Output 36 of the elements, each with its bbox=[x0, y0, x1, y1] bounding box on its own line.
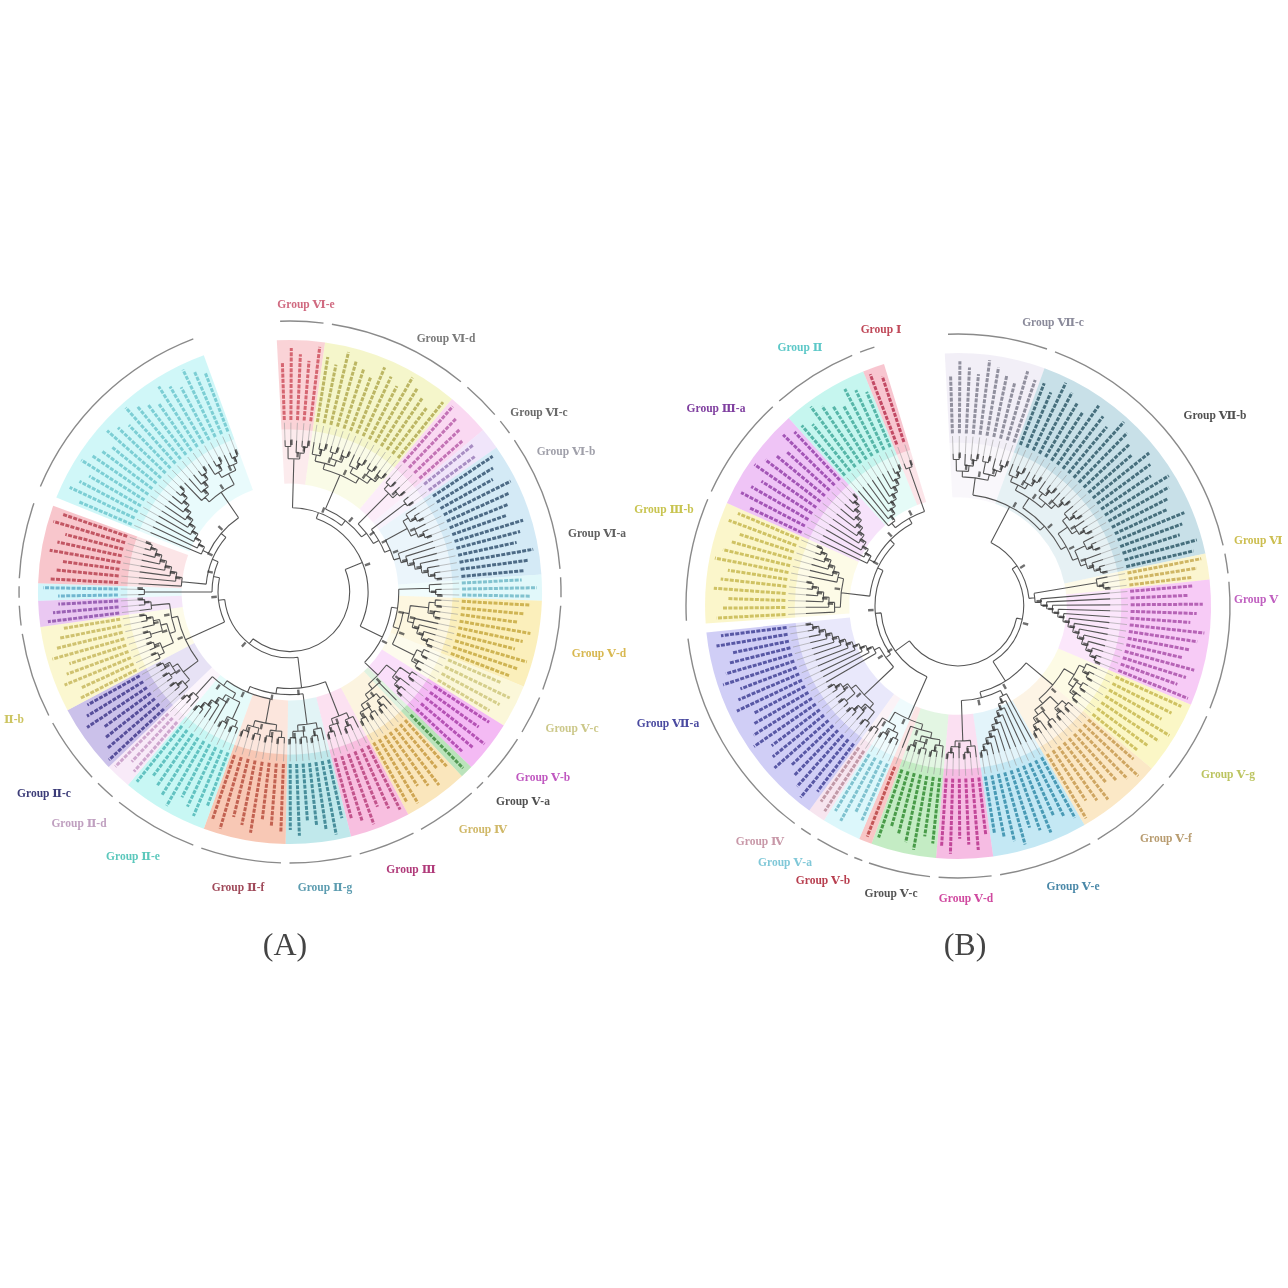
group-label: Group Ⅴ-e bbox=[1046, 879, 1100, 893]
group-label: Group Ⅴ-d bbox=[938, 891, 994, 905]
group-label: Group Ⅲ-a bbox=[686, 401, 746, 415]
group-label: Group Ⅳ bbox=[735, 834, 785, 848]
group-label: Group Ⅴ bbox=[1234, 592, 1279, 606]
group-label: Group Ⅱ-g bbox=[297, 880, 353, 894]
group-label: Group Ⅵ-c bbox=[510, 405, 568, 419]
group-label: Group Ⅵ bbox=[1234, 533, 1283, 547]
group-label: Group Ⅲ-b bbox=[634, 502, 694, 516]
group-label: Group Ⅴ-c bbox=[864, 886, 918, 900]
panel-label: (B) bbox=[943, 927, 987, 963]
group-label: Group Ⅴ-a bbox=[496, 794, 550, 808]
group-label: Group Ⅲ bbox=[386, 862, 436, 876]
group-label: Group Ⅴ-b bbox=[515, 770, 571, 784]
group-label: Group Ⅴ-a bbox=[758, 855, 812, 869]
group-label: Group Ⅴ-f bbox=[1140, 831, 1192, 845]
group-label: Group Ⅱ bbox=[777, 340, 823, 354]
group-label: Group Ⅵ-b bbox=[536, 444, 596, 458]
panel-label: (A) bbox=[262, 927, 308, 963]
group-label: Group Ⅵ-a bbox=[567, 526, 627, 540]
group-label: Ⅱ-b bbox=[4, 712, 24, 726]
group-label: Group Ⅴ-c bbox=[545, 721, 599, 735]
group-label: Group Ⅱ-d bbox=[51, 816, 107, 830]
group-label: Group Ⅱ-c bbox=[17, 786, 71, 800]
group-label: Group Ⅶ-c bbox=[1022, 315, 1084, 329]
group-label: Group Ⅳ bbox=[458, 822, 508, 836]
group-label: Group Ⅱ-e bbox=[106, 849, 160, 863]
group-label: Group Ⅶ-a bbox=[636, 716, 700, 730]
group-label: Group Ⅵ-e bbox=[277, 297, 335, 311]
group-label: Group Ⅴ-b bbox=[795, 873, 851, 887]
group-label: Group Ⅴ-d bbox=[571, 646, 627, 660]
group-label: Group Ⅱ-f bbox=[211, 880, 265, 894]
group-label: Group Ⅰ bbox=[860, 322, 902, 336]
group-label: Group Ⅶ-b bbox=[1183, 408, 1247, 422]
group-label: Group Ⅴ-g bbox=[1201, 767, 1255, 781]
group-label: Group Ⅵ-d bbox=[416, 331, 476, 345]
